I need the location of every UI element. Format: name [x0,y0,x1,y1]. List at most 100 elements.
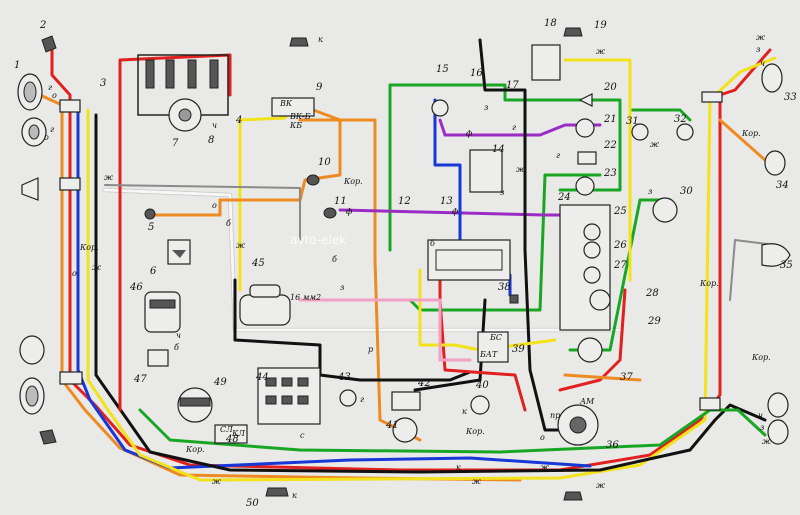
component-number: 2 [39,20,46,31]
component-number: 29 [647,316,661,327]
wire-gray [104,184,776,301]
wire-label: Кор. [751,353,771,362]
connector-19-icon [563,27,583,37]
wire-label: б [174,343,179,352]
ground-connector-2-icon [41,35,57,53]
ground-connector-bottom-icon [563,491,583,501]
component-number: 48 [225,434,239,445]
lamp-37-icon [577,337,603,363]
wire-label: КЛ [231,429,245,438]
wire-label: ж [104,173,113,182]
wire-label: о [540,433,545,442]
component-number: 28 [645,288,659,299]
wire-label: о [52,91,57,100]
wire-label: к [292,491,297,500]
wire-label: СЛ [220,425,233,434]
component-number: 12 [398,196,411,207]
component-number: 24 [557,192,571,203]
component-number: 16 [470,68,483,79]
wire-label: ф [452,207,458,216]
wire-label: з [484,103,488,112]
wire-label: б [430,239,435,248]
wire-label: ж [762,437,771,446]
component-number: 32 [674,114,687,125]
starter-motor-icon [239,284,291,326]
component-number: 35 [780,260,793,271]
component-number: 4 [235,115,242,126]
wire-pink [298,298,472,362]
fog-light-left-icon [21,117,47,147]
wire-label: з [760,423,764,432]
wire-orange-loom [38,93,522,482]
wire-label: о [212,201,217,210]
wire-label: ж [92,263,101,272]
ground-connector-top-icon [289,37,309,47]
ground-connector-left-icon [39,429,57,445]
component-number: 3 [100,78,106,89]
component-layer [17,27,791,501]
component-number: 1 [14,60,20,71]
lamp-21-icon [575,118,595,138]
battery-icon [257,367,321,425]
fuse-block-icon [427,239,511,281]
component-number: 23 [603,168,617,179]
wire-label: г [48,83,52,92]
wire-label-layer: г о г о ж к ч ВК ВК-Б КБ Кор. ф о б ж б … [44,33,771,500]
junction-blocks [59,91,723,411]
relay-18-icon [531,44,561,81]
component-number: 11 [334,196,347,207]
component-number: 13 [440,196,453,207]
component-number: 15 [436,64,449,75]
wire-label: г [556,151,560,160]
wire-black-loom [94,113,767,474]
wire-label: КБ [289,121,302,130]
wire-label: Кор. [79,243,99,252]
license-light-icon [764,150,786,176]
regulator-47-icon [147,349,169,367]
relay-6-icon [167,239,191,265]
wire-label: б [226,219,231,228]
wire-orange-sensor [148,103,342,217]
wire-label: ф [346,207,352,216]
wire-label: о [72,269,77,278]
wire-label: Кор. [699,279,719,288]
component-number: 17 [506,80,519,91]
component-number: 44 [255,372,269,383]
wire-label: ВК [279,99,293,108]
wire-label: БАТ [479,350,498,359]
component-number: 7 [172,138,179,149]
wire-label: г [50,125,54,134]
headlight-switch-icon [177,387,213,423]
connector-38-icon [509,294,519,304]
headlight-left-icon [17,73,43,111]
spark-plugs-box [137,54,229,132]
wire-label: ф [466,129,472,138]
component-number: 36 [606,440,619,451]
rear-light-icon [761,243,791,267]
lamp-32-icon [676,123,694,141]
wire-red-coil [118,53,232,412]
component-number: 19 [594,20,607,31]
switch-48-icon [214,424,248,444]
lamp-15-icon [431,99,449,117]
component-number: 5 [148,222,154,233]
wire-label: з [340,283,344,292]
watermark-text: avto-elek [290,233,346,247]
wire-label: ж [650,140,659,149]
generator-icon [144,291,181,333]
wire-label: о [44,133,49,142]
component-number: 25 [613,206,627,217]
ignition-switch-icon [557,404,599,446]
component-number: 47 [133,374,147,385]
component-number: 38 [498,282,511,293]
wire-black-central [413,38,577,432]
wire-label: ч [176,331,181,340]
sensor-5-icon [144,208,156,220]
horn-20-icon [578,93,593,107]
wire-label: р [368,345,373,354]
sensor-22-icon [577,151,597,165]
component-number: 9 [316,82,323,93]
component-number: 33 [784,92,797,103]
component-number: 49 [213,377,227,388]
component-number: 14 [492,144,505,155]
